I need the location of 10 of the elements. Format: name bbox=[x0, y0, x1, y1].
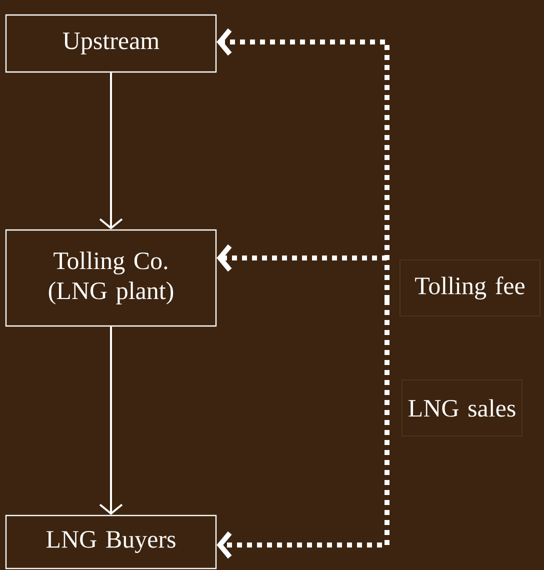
process-box: Upstream bbox=[5, 14, 217, 73]
label-box: Tolling fee bbox=[400, 260, 540, 316]
arrow bbox=[216, 300, 390, 559]
arrow bbox=[216, 244, 387, 272]
label-box: LNG sales bbox=[402, 380, 522, 436]
process-box: LNG Buyers bbox=[5, 514, 217, 570]
arrow bbox=[99, 326, 123, 515]
arrow bbox=[99, 72, 123, 230]
process-box: Tolling Co. (LNG plant) bbox=[5, 229, 217, 327]
arrow bbox=[216, 28, 390, 300]
